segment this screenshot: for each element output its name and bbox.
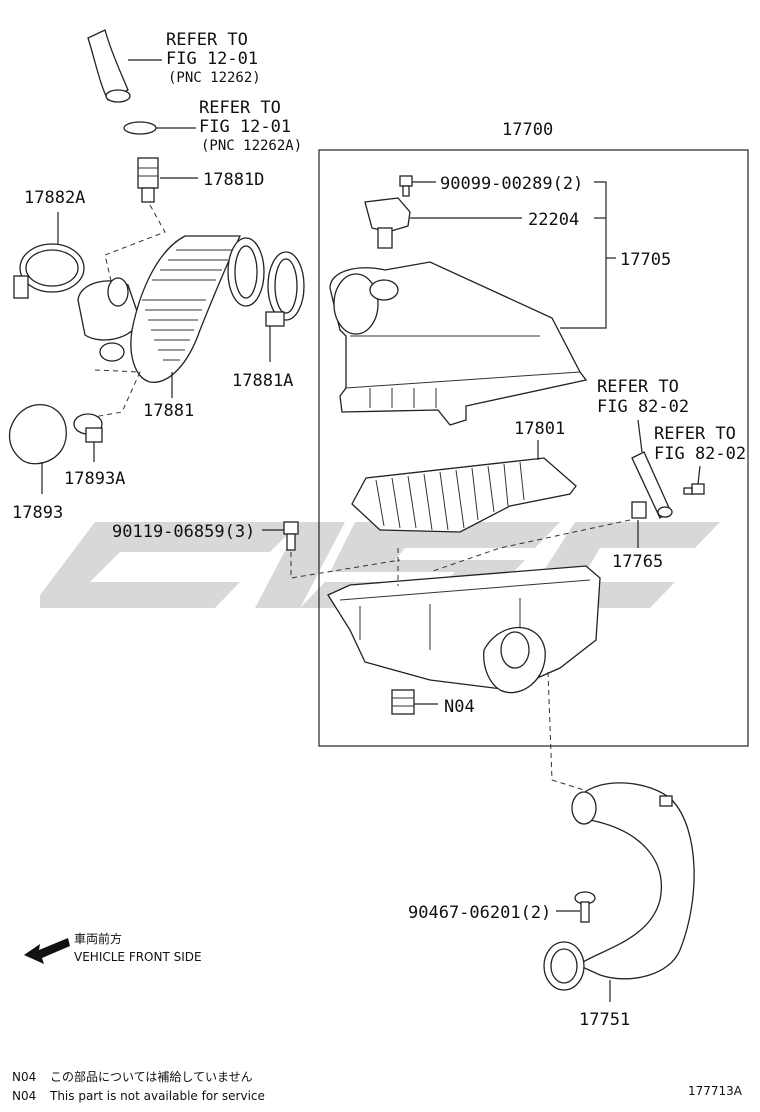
bolt-refer-8202 — [683, 465, 705, 495]
clip-90467 — [556, 891, 596, 923]
label-17751: 17751 — [579, 1010, 630, 1030]
cap-17893 — [8, 404, 67, 494]
clamp-17893a — [73, 413, 103, 462]
fitting-17881d — [137, 157, 198, 203]
bracket-refer-8202 — [631, 419, 673, 520]
screw-90099 — [399, 175, 436, 197]
grommet-n04 — [391, 689, 438, 715]
clamp-17882a — [13, 212, 85, 299]
label-17801: 17801 — [514, 419, 565, 439]
label-refer-8202a-line1: REFER TO — [597, 377, 679, 397]
air-cleaner-cap-17705 — [329, 261, 588, 426]
label-90119: 90119-06859(3) — [112, 522, 255, 542]
intake-hose-17881 — [130, 235, 265, 398]
label-22204: 22204 — [528, 210, 579, 230]
label-90099: 90099-00289(2) — [440, 174, 583, 194]
label-17893a: 17893A — [64, 469, 125, 489]
label-refer-1201a-line1: REFER TO — [199, 98, 281, 118]
label-refer-1201-line1: REFER TO — [166, 30, 248, 50]
outlet-duct-17751 — [543, 782, 695, 1002]
label-17881: 17881 — [143, 401, 194, 421]
footnote-code-2: N04 — [12, 1089, 36, 1103]
clip-17765 — [631, 501, 647, 548]
direction-label-japanese: 車両前方 — [74, 931, 122, 946]
label-n04: N04 — [444, 697, 475, 717]
front-direction-arrow-icon — [24, 938, 70, 964]
direction-label-english: VEHICLE FRONT SIDE — [74, 950, 202, 964]
label-refer-1201-line2: FIG 12-01 — [166, 49, 258, 69]
footnote-text-2: This part is not available for service — [49, 1089, 265, 1103]
label-17881d: 17881D — [203, 170, 264, 190]
footnote-text-1: この部品については補給していません — [50, 1069, 253, 1084]
label-17882a: 17882A — [24, 188, 85, 208]
label-refer-1201a-line3: (PNC 12262A) — [201, 138, 302, 154]
filter-element-17801 — [351, 440, 577, 533]
label-17881a: 17881A — [232, 371, 293, 391]
label-17765: 17765 — [612, 552, 663, 572]
label-17700: 17700 — [502, 120, 553, 140]
bolt-90119 — [262, 521, 299, 551]
label-90467: 90467-06201(2) — [408, 903, 551, 923]
assembly-17700-box — [318, 149, 749, 747]
hose-clip — [123, 121, 196, 135]
air-cleaner-case — [327, 565, 601, 694]
clamp-17881a — [265, 251, 305, 362]
label-17893: 17893 — [12, 503, 63, 523]
label-refer-8202b-line1: REFER TO — [654, 424, 736, 444]
sensor-22204 — [364, 197, 522, 249]
label-refer-8202b-line2: FIG 82-02 — [654, 444, 746, 464]
breather-hose — [87, 29, 131, 103]
intake-adapter — [77, 277, 141, 362]
footnote-code-1: N04 — [12, 1070, 36, 1084]
label-refer-8202a-line2: FIG 82-02 — [597, 397, 689, 417]
label-refer-1201a-line2: FIG 12-01 — [199, 117, 291, 137]
label-17705: 17705 — [620, 250, 671, 270]
label-refer-1201-line3: (PNC 12262) — [168, 70, 261, 86]
figure-id: 177713A — [688, 1084, 743, 1098]
